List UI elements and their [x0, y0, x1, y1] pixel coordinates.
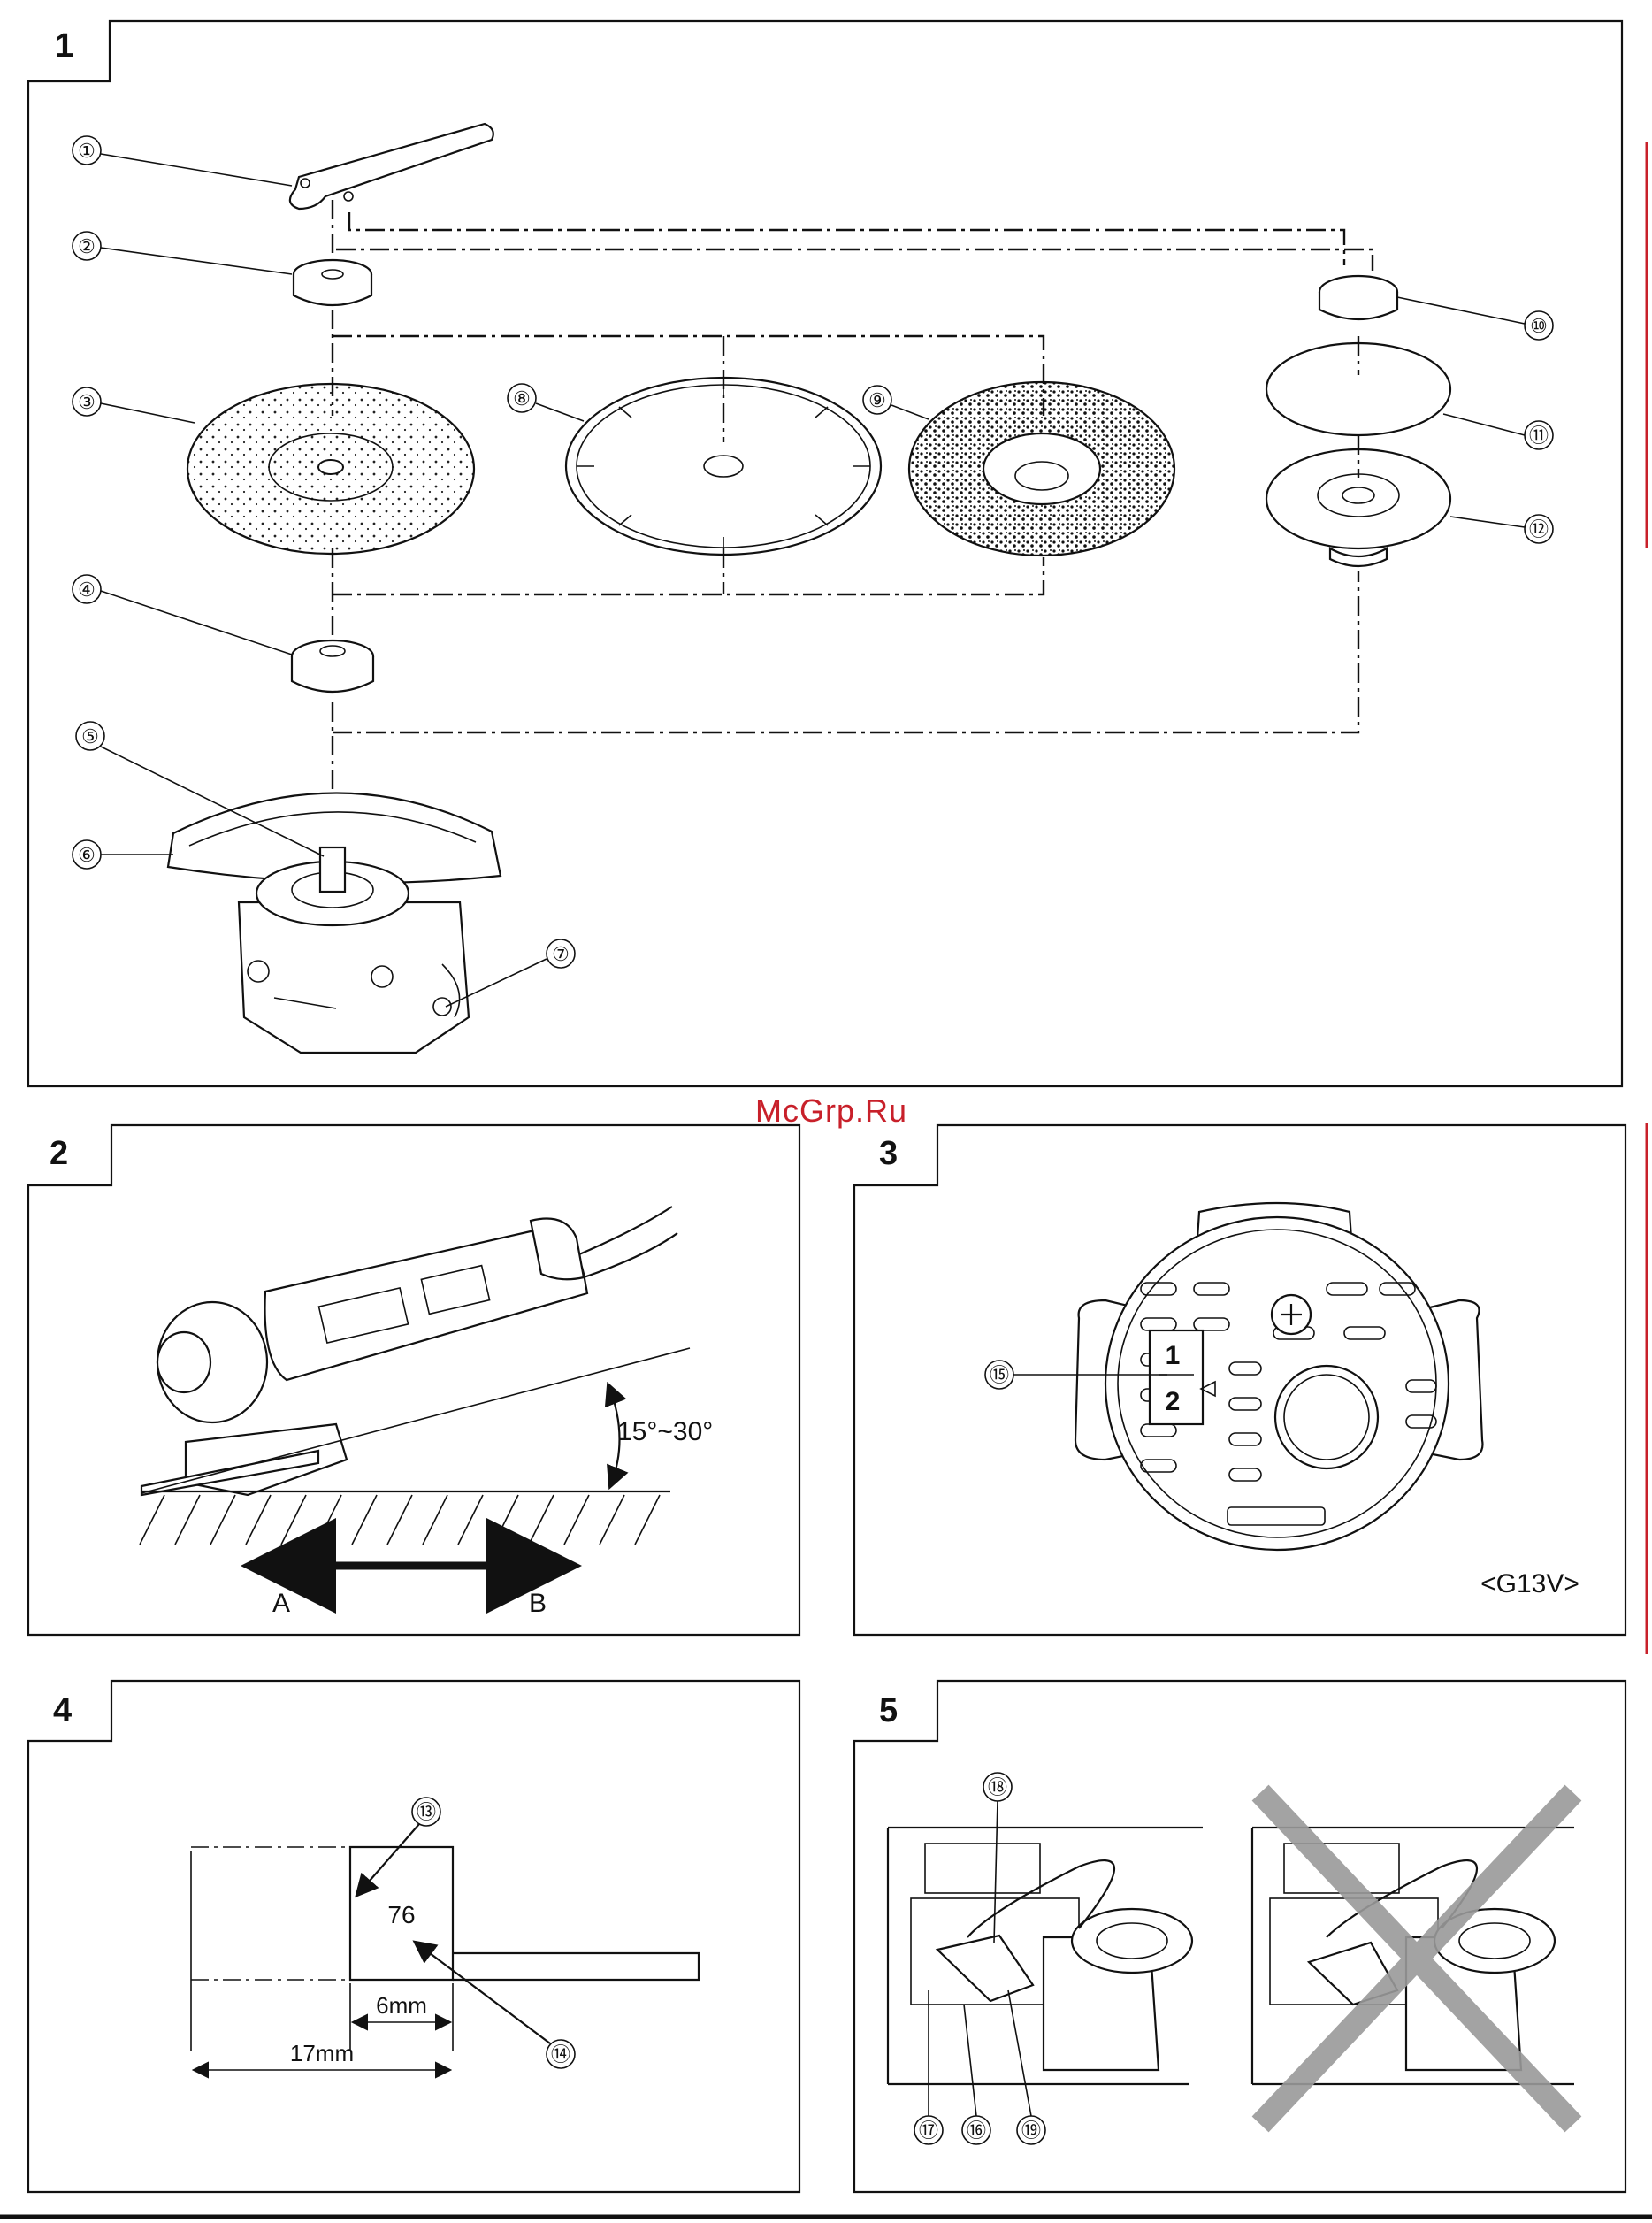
callout-16: ⑯	[962, 2005, 990, 2144]
assembly-lines	[333, 200, 1373, 840]
svg-text:⑭: ⑭	[551, 2043, 570, 2066]
figure-4: 4 76 6mm 17mm ⑬ ⑭	[28, 1681, 799, 2192]
figure-4-number: 4	[53, 1692, 72, 1729]
figure-2-number: 2	[50, 1135, 68, 1172]
svg-text:④: ④	[78, 579, 96, 601]
callout-1: ①	[73, 136, 292, 186]
model-label: <G13V>	[1480, 1569, 1579, 1598]
dim-large-label: 17mm	[290, 2040, 354, 2066]
svg-text:⑫: ⑫	[1529, 518, 1549, 540]
dim-reference-lines	[191, 1847, 350, 1980]
brush-correct	[888, 1828, 1203, 2084]
callout-18: ⑱	[983, 1773, 1012, 1943]
svg-text:⑤: ⑤	[81, 725, 99, 747]
grinder-head	[168, 793, 501, 1053]
motor-housing-rear: 1 2	[1075, 1203, 1482, 1550]
direction-a: A	[272, 1589, 290, 1618]
callout-17: ⑰	[914, 1990, 943, 2144]
rubber-pad-set	[1266, 276, 1450, 566]
callout-19: ⑲	[1008, 1990, 1045, 2144]
callout-10: ⑩	[1397, 297, 1553, 340]
svg-text:⑦: ⑦	[552, 943, 570, 965]
svg-text:⑱: ⑱	[988, 1776, 1007, 1798]
svg-text:⑲: ⑲	[1021, 2120, 1041, 2142]
svg-text:③: ③	[78, 391, 96, 413]
svg-text:⑯: ⑯	[967, 2120, 986, 2142]
wrench	[290, 124, 493, 209]
angle-label: 15°~30°	[617, 1417, 713, 1446]
figure-3-number: 3	[879, 1135, 898, 1172]
svg-text:①: ①	[78, 140, 96, 162]
dial-setting-2: 2	[1166, 1387, 1181, 1416]
wear-value: 76	[387, 1901, 415, 1928]
figure-2: 2 15°~30° A B	[28, 1125, 799, 1635]
brush-spring	[453, 1953, 699, 1980]
figure-1-number: 1	[55, 27, 73, 65]
figure-3: 3 1 2	[854, 1125, 1625, 1635]
direction-b: B	[529, 1589, 547, 1618]
callout-6: ⑥	[73, 840, 173, 869]
ground-hatch	[140, 1495, 660, 1545]
figure-5-number: 5	[879, 1692, 898, 1729]
svg-text:⑪: ⑪	[1529, 425, 1549, 447]
dial-setting-1: 1	[1166, 1341, 1181, 1370]
callout-12: ⑫	[1450, 515, 1553, 543]
flap-wheel	[909, 382, 1174, 556]
callout-2: ②	[73, 232, 292, 274]
figure-1: 1	[28, 21, 1622, 1086]
figure-4-frame	[28, 1681, 799, 2192]
watermark: McGrp.Ru	[755, 1092, 907, 1129]
callout-11: ⑪	[1443, 414, 1553, 449]
wheel-washer	[292, 640, 373, 692]
svg-text:⑰: ⑰	[919, 2120, 938, 2142]
dim-small-label: 6mm	[376, 1992, 427, 2019]
callout-9: ⑨	[863, 386, 929, 419]
callout-3: ③	[73, 387, 195, 423]
svg-text:⑧: ⑧	[513, 387, 531, 410]
callout-4: ④	[73, 575, 292, 655]
svg-text:⑬: ⑬	[417, 1801, 436, 1823]
svg-text:⑨: ⑨	[868, 389, 886, 411]
callout-8: ⑧	[508, 384, 584, 421]
brush-incorrect	[1252, 1801, 1574, 2116]
grinding-wheel	[187, 384, 474, 554]
svg-text:②: ②	[78, 235, 96, 257]
callout-14: ⑭	[416, 1943, 575, 2068]
angle-grinder-side-view	[141, 1207, 677, 1495]
svg-text:⑩: ⑩	[1530, 315, 1548, 337]
svg-text:⑥: ⑥	[78, 844, 96, 866]
svg-text:⑮: ⑮	[990, 1364, 1009, 1386]
lock-nut	[294, 260, 371, 305]
figure-5: 5 ⑱ ⑰ ⑯ ⑲	[854, 1681, 1625, 2192]
figure-2-frame	[28, 1125, 799, 1635]
